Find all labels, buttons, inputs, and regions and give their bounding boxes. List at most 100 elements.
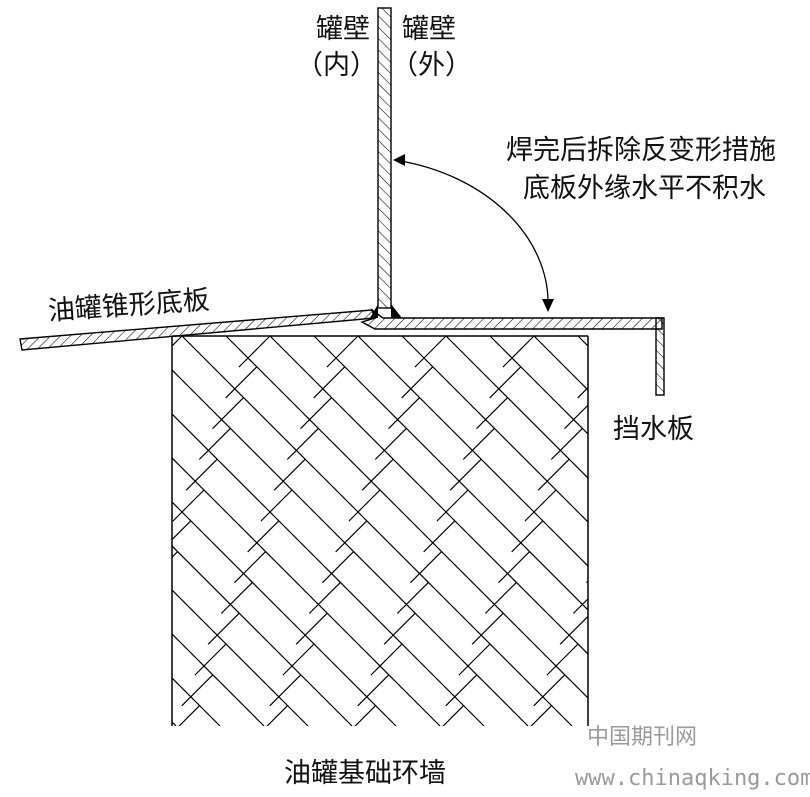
foundation-ring-wall xyxy=(0,335,810,797)
hatch-tick xyxy=(388,397,421,430)
hatch-tick xyxy=(798,675,810,706)
hatch-tick xyxy=(45,582,76,613)
hatch-tick xyxy=(396,581,429,614)
hatch-tick xyxy=(771,736,802,767)
hatch-tick xyxy=(784,706,810,737)
label-tank-wall-outer-sub: （外） xyxy=(391,50,472,81)
weld-left xyxy=(370,304,378,318)
hatch-tick xyxy=(357,674,390,707)
hatch-tick xyxy=(295,612,328,645)
hatch-tick xyxy=(572,597,588,614)
hatch-tick xyxy=(313,366,346,399)
hatch-tick xyxy=(648,613,679,644)
hatch-tick xyxy=(661,582,692,613)
bottom-plate-edge xyxy=(360,308,663,330)
hatch-tick xyxy=(476,397,509,430)
label-water-baffle: 挡水板 xyxy=(613,414,694,445)
hatch-tick xyxy=(172,520,192,541)
hatch-line xyxy=(622,336,810,726)
hatch-tick xyxy=(181,674,214,707)
hatch-tick xyxy=(286,427,319,460)
hatch-tick xyxy=(776,521,807,552)
hatch-tick xyxy=(138,367,169,398)
hatch-line xyxy=(172,589,309,726)
hatch-line xyxy=(172,457,441,726)
hatch-tick xyxy=(120,613,151,644)
watermark-url: www.chinaqking.com xyxy=(575,766,810,791)
hatch-tick xyxy=(10,459,41,490)
tank-wall xyxy=(377,7,392,309)
hatch-tick xyxy=(370,643,403,676)
label-tank-wall-inner-sub: （内） xyxy=(296,50,377,81)
hatch-tick xyxy=(50,367,81,398)
label-foundation-ring-wall: 油罐基础环墙 xyxy=(284,758,446,789)
hatch-tick xyxy=(600,521,631,552)
hatch-line xyxy=(225,336,588,699)
label-tank-wall-outer: 罐壁 xyxy=(402,14,456,45)
hatch-tick xyxy=(36,398,67,429)
hatch-tick xyxy=(701,490,732,521)
hatch-line xyxy=(172,501,397,726)
hatch-line xyxy=(172,633,265,726)
water-baffle-plate xyxy=(655,317,665,396)
hatch-tick xyxy=(142,767,173,797)
hatch-line xyxy=(172,721,177,726)
watermark-cn: 中国期刊网 xyxy=(587,725,698,750)
hatch-tick xyxy=(32,613,63,644)
hatch-tick xyxy=(133,582,164,613)
hatch-tick xyxy=(326,336,359,368)
weld-right xyxy=(391,304,402,318)
hatch-tick xyxy=(530,705,553,726)
hatch-line xyxy=(181,336,573,726)
hatch-tick xyxy=(564,404,588,430)
hatch-tick xyxy=(361,458,394,491)
hatch-tick xyxy=(260,489,293,522)
hatch-tick xyxy=(635,644,666,675)
hatch-tick xyxy=(94,675,125,706)
hatch-tick xyxy=(410,551,443,584)
hatch-line xyxy=(401,336,588,523)
hatch-tick xyxy=(484,581,517,614)
hatch-line xyxy=(445,336,588,479)
hatch-line xyxy=(172,369,529,726)
hatch-tick xyxy=(194,643,227,676)
hatch-tick xyxy=(462,427,495,460)
hatch-tick xyxy=(172,489,205,522)
hatch-tick xyxy=(273,458,306,491)
hatch-tick xyxy=(111,428,142,459)
hatch-tick xyxy=(266,705,289,726)
hatch-tick xyxy=(762,552,793,583)
hatch-tick xyxy=(507,736,538,767)
label-measure-line1: 焊完后拆除反变形措施 xyxy=(506,135,776,166)
hatch-tick xyxy=(124,398,155,429)
hatch-tick xyxy=(586,580,588,584)
hatch-tick xyxy=(414,336,447,368)
hatch-tick xyxy=(0,336,6,367)
hatch-tick xyxy=(155,736,186,767)
hatch-tick xyxy=(401,366,434,399)
hatch-tick xyxy=(449,458,482,491)
hatch-tick xyxy=(458,643,491,676)
hatch-tick xyxy=(308,581,341,614)
hatch-tick xyxy=(749,582,780,613)
hatch-tick xyxy=(282,643,315,676)
arrowhead-wall xyxy=(393,154,405,166)
hatch-tick xyxy=(98,459,129,490)
hatch-tick xyxy=(550,427,583,460)
hatch-tick xyxy=(247,520,280,553)
hatch-tick xyxy=(322,551,355,584)
hatch-tick xyxy=(502,336,535,368)
label-measure-line2: 底板外缘水平不积水 xyxy=(523,173,766,204)
hatch-tick xyxy=(80,706,111,737)
hatch-tick xyxy=(674,552,705,583)
hatch-line xyxy=(172,413,485,726)
hatch-tick xyxy=(445,674,478,707)
hatch-tick xyxy=(212,397,245,430)
hatch-tick xyxy=(436,489,469,522)
hatch-tick xyxy=(335,520,368,553)
hatch-tick xyxy=(622,675,653,706)
hatch-tick xyxy=(0,490,28,521)
hatch-tick xyxy=(23,428,54,459)
hatch-tick xyxy=(374,427,407,460)
hatch-tick xyxy=(178,705,201,726)
